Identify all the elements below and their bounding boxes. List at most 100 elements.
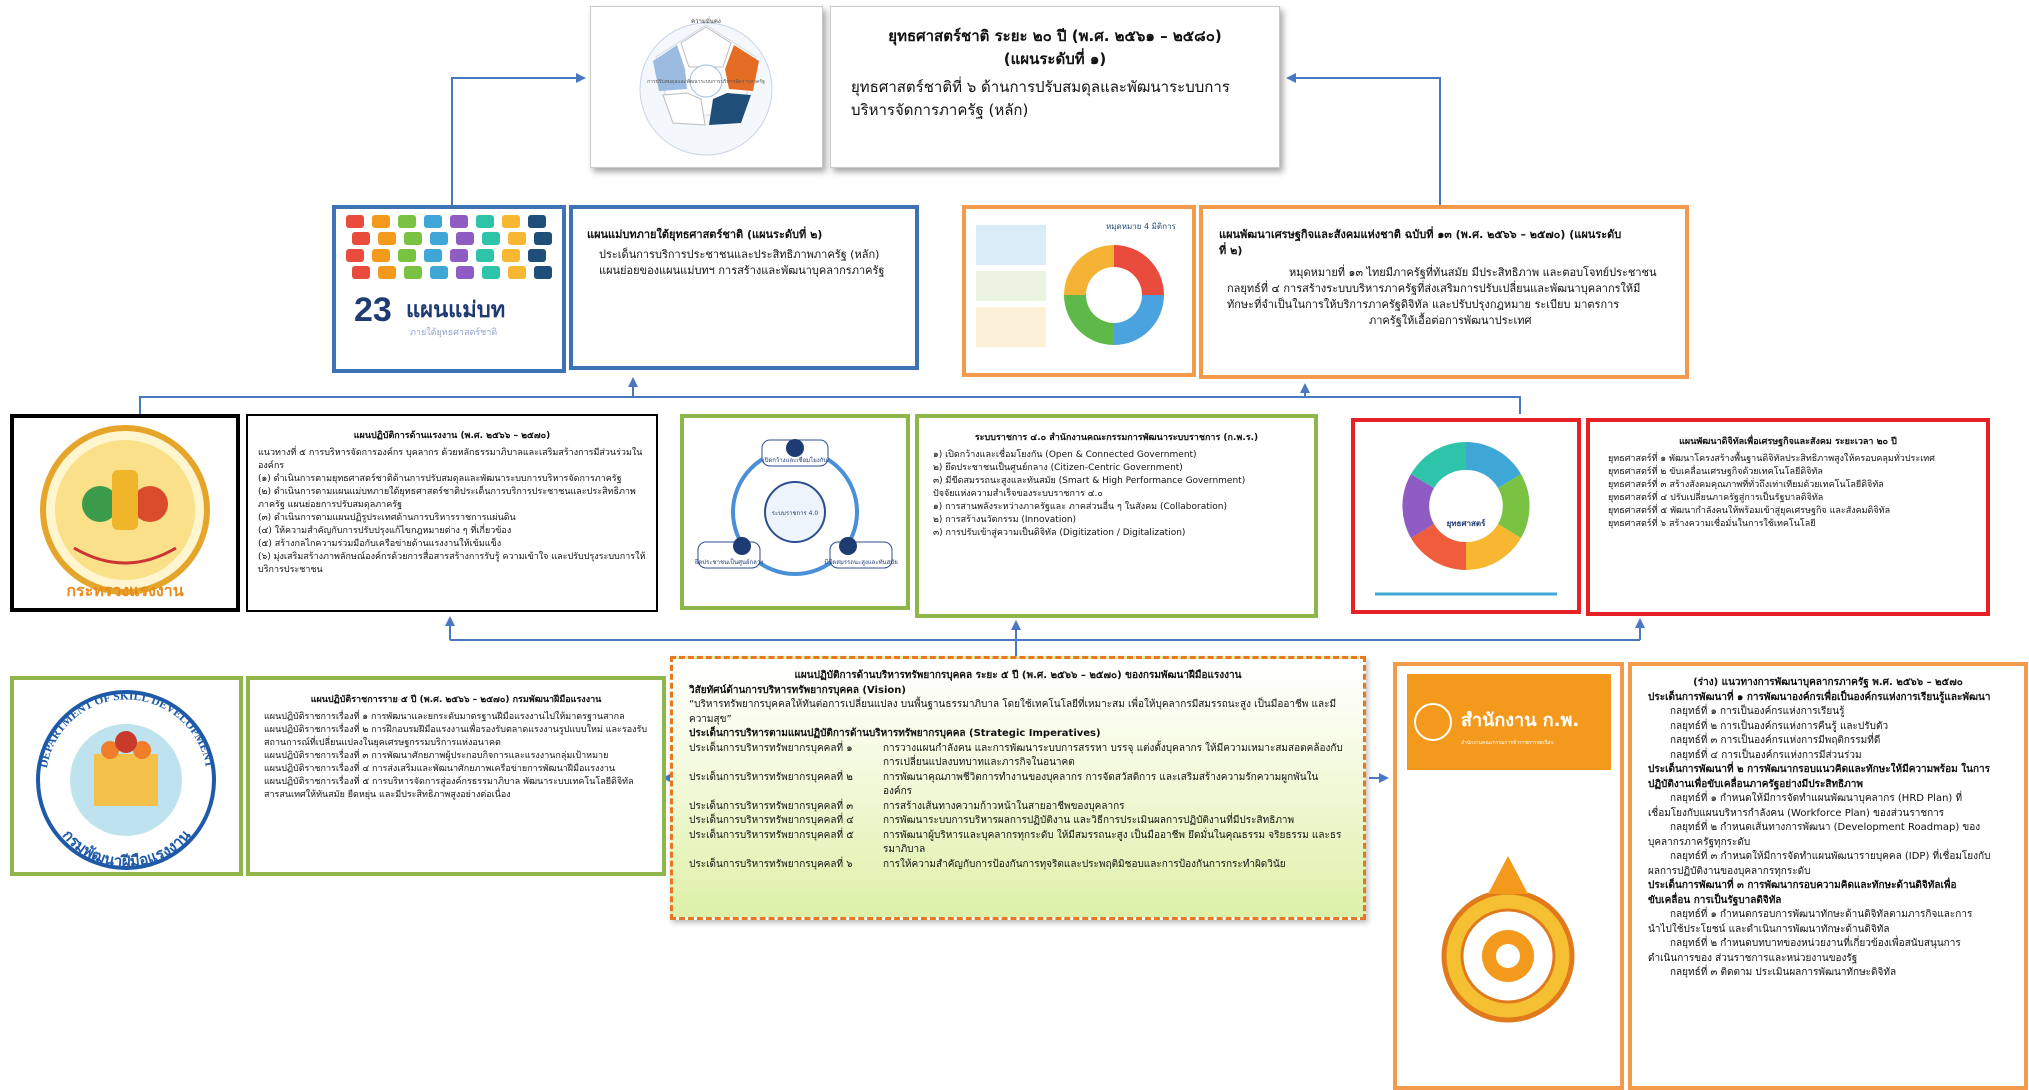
ocsc-guideline-box: (ร่าง) แนวทางการพัฒนาบุคลากรภาครัฐ พ.ศ. … bbox=[1628, 662, 2028, 1090]
nesdp-title-2: ที่ ๒) bbox=[1219, 243, 1243, 257]
digital-plan-line: ยุทธศาสตร์ที่ ๔ ปรับเปลี่ยนภาครัฐสู่การเ… bbox=[1608, 493, 1824, 504]
digital-plan-line: ยุทธศาสตร์ที่ ๕ พัฒนากำลังคนให้พร้อมเข้า… bbox=[1608, 506, 1891, 517]
ocsc-strategy-line: กลยุทธ์ที่ ๔ การเป็นองค์กรแห่งการมีส่วนร… bbox=[1670, 749, 1862, 761]
master-plan-icon-tile bbox=[430, 266, 448, 279]
dsd-plan-line: แผนปฏิบัติราชการเรื่องที่ ๔ การส่งเสริมแ… bbox=[264, 764, 616, 775]
nesdp-body-4: ภาครัฐให้เอื้อต่อการพัฒนาประเทศ bbox=[1369, 313, 1532, 327]
dsd-plan-line: แผนปฏิบัติราชการเรื่องที่ ๑ การพัฒนาและย… bbox=[264, 712, 625, 723]
ocsc-strategy-line: กลยุทธ์ที่ ๓ ติดตาม ประเมินผลการพัฒนาทัก… bbox=[1670, 967, 1897, 978]
master-plan-icon-tile bbox=[398, 215, 416, 228]
hr-plan-box: แผนปฏิบัติการด้านบริหารทรัพยากรบุคคล ระย… bbox=[670, 656, 1366, 920]
ocsc-strategy-line: กลยุทธ์ที่ ๒ กำหนดเส้นทางการพัฒนา (Devel… bbox=[1670, 822, 1981, 833]
gov40-label-2: ยึดประชาชนเป็นศูนย์กลาง bbox=[694, 557, 763, 566]
gov40-graphic: เปิดกว้างและเชื่อมโยงกัน ยึดประชาชนเป็นศ… bbox=[694, 439, 898, 576]
nesdp-body-2: กลยุทธ์ที่ ๔ การสร้างระบบบริหารภาครัฐที่… bbox=[1227, 281, 1641, 295]
nesdp-image: หมุดหมาย 4 มิติการ bbox=[962, 205, 1196, 377]
master-plan-icon-tile bbox=[528, 215, 546, 228]
pentagon-strategy-graphic: ความมั่นคง การปรับสมดุลและพัฒนาระบบการบร… bbox=[639, 17, 773, 156]
pentagon-label-1: ความมั่นคง bbox=[691, 17, 721, 25]
dsd-plan-box: แผนปฏิบัติราชการราย ๕ ปี (พ.ศ. ๒๕๖๖ – ๒๕… bbox=[246, 676, 666, 876]
dsd-plan-lines: แผนปฏิบัติราชการเรื่องที่ ๑ การพัฒนาและย… bbox=[264, 711, 648, 802]
digital-plan-image: ยุทธศาสตร์ bbox=[1351, 418, 1581, 614]
hr-imperative-text: การพัฒนาระบบการบริหารผลการปฏิบัติงาน และ… bbox=[883, 815, 1295, 826]
master-plan-icon-tile bbox=[482, 232, 500, 245]
master-plan-graphic: 23 แผนแม่บท ภายใต้ยุทธศาสตร์ชาติ bbox=[346, 215, 552, 338]
digital-plan-line: ยุทธศาสตร์ที่ ๖ สร้างความเชื่อมั่นในการใ… bbox=[1608, 519, 1816, 530]
nesdp-graphic: หมุดหมาย 4 มิติการ bbox=[976, 222, 1176, 347]
hr-vision-heading: วิสัยทัศน์ด้านการบริหารทรัพยากรบุคคล (Vi… bbox=[689, 684, 906, 696]
national-strategy-subtitle-2: บริหารจัดการภาครัฐ (หลัก) bbox=[851, 100, 1029, 119]
gov40-line: ๓) มีขีดสมรรถนะสูงและทันสมัย (Smart & Hi… bbox=[933, 476, 1246, 487]
pentagon-label-6: การปรับสมดุลและพัฒนาระบบการบริหารจัดการภ… bbox=[647, 78, 765, 85]
ocsc-strategy-line: กลยุทธ์ที่ ๒ การเป็นองค์กรแห่งการคืนรู้ … bbox=[1670, 720, 1889, 732]
digital-plan-graphic: ยุทธศาสตร์ bbox=[1375, 442, 1557, 596]
gov40-line: ๑) การสานพลังระหว่างภาครัฐและ ภาคส่วนอื่… bbox=[933, 502, 1227, 513]
pentagon-segment-3 bbox=[709, 93, 751, 125]
nesdp-title-1: แผนพัฒนาเศรษฐกิจและสังคมแห่งชาติ ฉบับที่… bbox=[1219, 228, 1622, 241]
hr-imperatives-heading: ประเด็นการบริหารตามแผนปฏิบัติการด้านบริห… bbox=[689, 728, 1101, 739]
digital-plan-title: แผนพัฒนาดิจิทัลเพื่อเศรษฐกิจและสังคม ระย… bbox=[1679, 437, 1897, 447]
mol-plan-line: (๓) ดำเนินการตามแผนปฏิรูประเทศด้านการบริ… bbox=[258, 513, 516, 524]
ocsc-guideline-lines: ประเด็นการพัฒนาที่ ๑ การพัฒนาองค์กรเพื่อ… bbox=[1648, 691, 2008, 981]
ocsc-guideline-title: (ร่าง) แนวทางการพัฒนาบุคลากรภาครัฐ พ.ศ. … bbox=[1693, 677, 1963, 688]
ocsc-strategy-line: ดำเนินการของ ส่วนราชการและหน่วยงานของรัฐ bbox=[1648, 952, 1858, 964]
gov40-box: ระบบราชการ ๔.๐ สำนักงานคณะกรรมการพัฒนาระ… bbox=[915, 414, 1318, 618]
hr-imperative-label: ประเด็นการบริหารทรัพยากรบุคคลที่ ๒ bbox=[689, 771, 853, 783]
digital-plan-line: ยุทธศาสตร์ที่ ๒ ขับเคลื่อนเศรษฐกิจด้วยเท… bbox=[1608, 467, 1823, 478]
ocsc-strategy-line: กลยุทธ์ที่ ๓ กำหนดให้มีการจัดทำแผนพัฒนาร… bbox=[1670, 851, 1991, 862]
ocsc-issue-heading: ขับเคลื่อน การเป็นรัฐบาลดิจิทัล bbox=[1648, 894, 1782, 906]
national-strategy-image: ความมั่นคง การปรับสมดุลและพัฒนาระบบการบร… bbox=[590, 6, 823, 168]
master-plan-icon-tile bbox=[378, 232, 396, 245]
mol-plan-line: (๔) ให้ความสำคัญกับการปรับปรุงแก้ไขกฎหมา… bbox=[258, 526, 512, 537]
ocsc-strategy-line: เชื่อมโยงกับแผนบริหารกำลังคน (Workforce … bbox=[1648, 807, 1945, 819]
gov40-line: ๒) การสร้างนวัตกรรม (Innovation) bbox=[933, 515, 1077, 526]
hr-imperative-row: ประเด็นการบริหารทรัพยากรบุคคลที่ ๓การสร้… bbox=[689, 800, 1347, 815]
pentagon-segment-4 bbox=[662, 92, 706, 126]
master-plan-title: แผนแม่บทภายใต้ยุทธศาสตร์ชาติ (แผนระดับที… bbox=[587, 228, 823, 241]
master-plan-icon-tile bbox=[430, 232, 448, 245]
hr-imperatives-list: ประเด็นการบริหารทรัพยากรบุคคลที่ ๑การวาง… bbox=[689, 742, 1347, 873]
ocsc-issue-heading: ประเด็นการพัฒนาที่ ๒ การพัฒนากรอบแนวคิดแ… bbox=[1648, 764, 1991, 775]
digital-plan-box: แผนพัฒนาดิจิทัลเพื่อเศรษฐกิจและสังคม ระย… bbox=[1586, 418, 1990, 616]
pentagon-segment-5 bbox=[653, 45, 687, 91]
master-plan-icon-tile bbox=[456, 232, 474, 245]
ocsc-issue-heading: ปฏิบัติงานเพื่อขับเคลื่อนภาครัฐอย่างมีปร… bbox=[1648, 778, 1863, 790]
nesdp-box: แผนพัฒนาเศรษฐกิจและสังคมแห่งชาติ ฉบับที่… bbox=[1199, 205, 1689, 379]
master-plan-icon-tile bbox=[528, 249, 546, 262]
ocsc-emblem bbox=[1441, 856, 1575, 1023]
ocsc-issue-heading: ประเด็นการพัฒนาที่ ๓ การพัฒนากรอบความคิด… bbox=[1648, 880, 1957, 891]
national-strategy-level: (แผนระดับที่ ๑) bbox=[1003, 50, 1107, 69]
mol-plan-lines: แนวทางที่ ๕ การบริหารจัดการองค์กร บุคลาก… bbox=[258, 447, 646, 577]
master-plan-icon-tile bbox=[346, 249, 364, 262]
pentagon-segment-2 bbox=[725, 45, 759, 91]
mol-plan-line: บริการประชาชน bbox=[258, 565, 323, 576]
digital-plan-line: ยุทธศาสตร์ที่ ๓ สร้างสังคมคุณภาพที่ทั่วถ… bbox=[1608, 480, 1884, 491]
hr-imperative-text: การพัฒนาคุณภาพชีวิตการทำงานของบุคลากร กา… bbox=[883, 771, 1319, 798]
gov40-line: ๓) การปรับเข้าสู่ความเป็นดิจิทัล (Digiti… bbox=[933, 528, 1186, 539]
national-strategy-title: ยุทธศาสตร์ชาติ ระยะ ๒๐ ปี (พ.ศ. ๒๕๖๑ – ๒… bbox=[888, 27, 1222, 45]
ocsc-image: สำนักงาน ก.พ. สำนักงานคณะกรรมการข้าราชกา… bbox=[1393, 662, 1624, 1090]
gov40-lines: ๑) เปิดกว้างและเชื่อมโยงกัน (Open & Conn… bbox=[933, 449, 1300, 540]
master-plan-line-2: แผนย่อยของแผนแม่บทฯ การสร้างและพัฒนาบุคล… bbox=[599, 263, 885, 277]
ocsc-strategy-line: กลยุทธ์ที่ ๑ กำหนดให้มีการจัดทำแผนพัฒนาบ… bbox=[1670, 793, 1963, 804]
master-plan-icon-tile bbox=[346, 215, 364, 228]
master-plan-icon-tile bbox=[502, 249, 520, 262]
mol-plan-line: องค์กร bbox=[258, 461, 285, 472]
mol-plan-line: (๖) มุ่งเสริมสร้างภาพลักษณ์องค์กรด้วยการ… bbox=[258, 552, 646, 563]
ocsc-strategy-line: นำไปใช้ประโยชน์ และดำเนินการพัฒนาทักษะด้… bbox=[1648, 923, 1890, 935]
dsd-plan-line: แผนปฏิบัติราชการเรื่องที่ ๓ การพัฒนาศักย… bbox=[264, 751, 609, 762]
hr-imperative-label: ประเด็นการบริหารทรัพยากรบุคคลที่ ๔ bbox=[689, 815, 854, 826]
nesdp-body-3: ทักษะที่จำเป็นในการให้บริการภาครัฐดิจิทั… bbox=[1227, 297, 1620, 311]
master-plan-icon-tile bbox=[424, 249, 442, 262]
master-plan-icon-tile bbox=[456, 266, 474, 279]
master-plan-icon-tile bbox=[508, 232, 526, 245]
master-plan-icon-tile bbox=[450, 215, 468, 228]
hr-imperative-row: ประเด็นการบริหารทรัพยากรบุคคลที่ ๕การพัฒ… bbox=[689, 829, 1347, 858]
master-plan-icon-tile bbox=[534, 232, 552, 245]
hr-imperative-label: ประเด็นการบริหารทรัพยากรบุคคลที่ ๖ bbox=[689, 858, 853, 870]
hr-imperative-row: ประเด็นการบริหารทรัพยากรบุคคลที่ ๑การวาง… bbox=[689, 742, 1347, 771]
mol-plan-box: แผนปฏิบัติการด้านแรงงาน (พ.ศ. ๒๕๖๖ – ๒๕๗… bbox=[246, 414, 658, 612]
master-plan-icon-tile bbox=[404, 266, 422, 279]
ocsc-logo-text: สำนักงาน ก.พ. bbox=[1461, 710, 1579, 731]
mol-plan-line: ภาครัฐ แผนย่อยการปรับสมดุลภาครัฐ bbox=[258, 500, 403, 511]
